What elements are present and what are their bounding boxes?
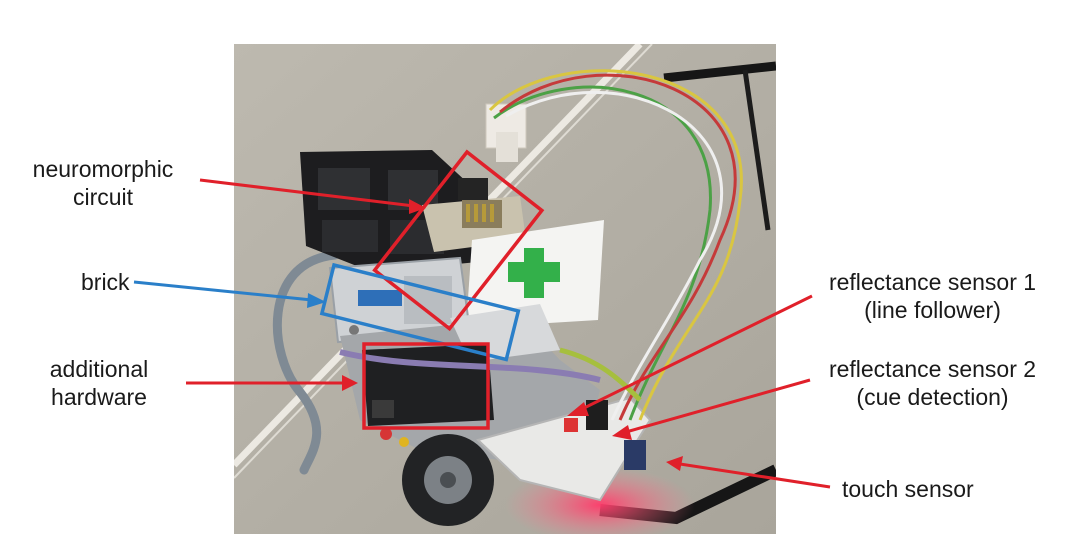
- green-cross: [508, 248, 560, 298]
- label-touch-sensor: touch sensor: [842, 476, 974, 502]
- neuromorphic-circuit-box: [372, 149, 545, 332]
- arrow-brick: [133, 280, 326, 308]
- wire-white: [505, 90, 724, 421]
- arrow-additional-hardware: [186, 375, 358, 391]
- wire-yellow: [488, 69, 743, 421]
- label-reflectance-sensor-1: reflectance sensor 1 (line follower): [790, 268, 1075, 324]
- wire-purple: [339, 349, 601, 383]
- gray-cable: [272, 250, 340, 475]
- label-additional-line2: hardware: [51, 384, 147, 410]
- wire-red: [499, 73, 737, 421]
- label-neuromorphic-line2: circuit: [72, 184, 134, 210]
- label-additional-line1: additional: [49, 356, 149, 382]
- arrow-reflectance-sensor-1: [567, 294, 813, 416]
- label-reflectance-sensor-2: reflectance sensor 2 (cue detection): [790, 355, 1075, 411]
- black-tape-top: [663, 61, 776, 83]
- arrow-neuromorphic: [199, 178, 426, 214]
- label-brick: brick: [81, 269, 130, 295]
- brick-box: [319, 262, 521, 362]
- label-additional-hardware: additional hardware: [14, 355, 184, 411]
- label-reflectance2-line2: (cue detection): [856, 384, 1009, 410]
- arrow-reflectance-sensor-2: [612, 378, 811, 440]
- label-reflectance1-line2: (line follower): [864, 297, 1001, 323]
- label-reflectance2-line1: reflectance sensor 2: [828, 356, 1037, 382]
- wire-green: [493, 85, 712, 421]
- arrow-touch-sensor: [666, 456, 831, 489]
- label-neuromorphic-line1: neuromorphic: [32, 156, 174, 182]
- label-neuromorphic-circuit: neuromorphic circuit: [8, 155, 198, 211]
- additional-hardware-box: [362, 342, 490, 430]
- label-reflectance1-line1: reflectance sensor 1: [828, 269, 1037, 295]
